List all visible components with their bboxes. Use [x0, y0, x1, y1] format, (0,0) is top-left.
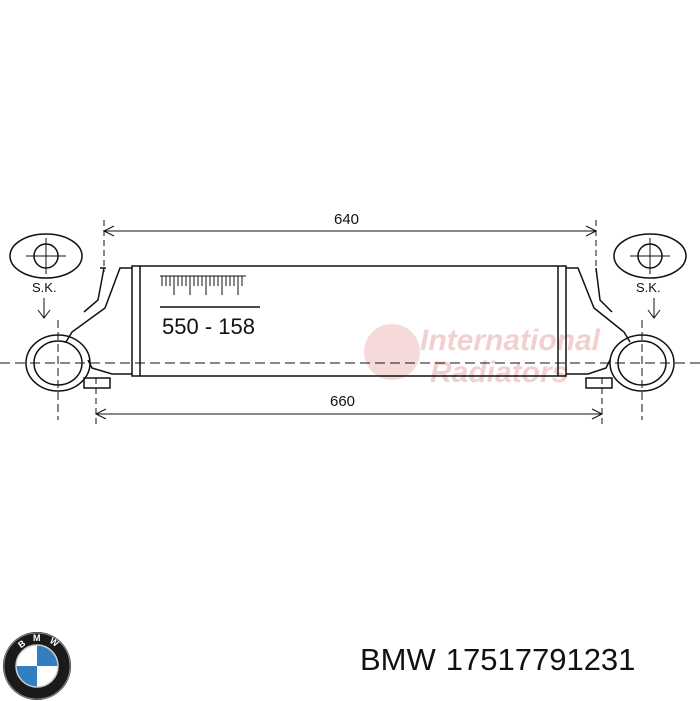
left-end-tank [25, 267, 132, 420]
right-end-tank [566, 267, 675, 420]
watermark-line2: Radiators [430, 356, 568, 389]
part-number-label: BMW 17517791231 [360, 642, 635, 678]
svg-text:B: B [16, 638, 27, 650]
watermark: International Radiators [364, 324, 601, 389]
part-code-label: 550 - 158 [162, 314, 255, 339]
bmw-logo: B M W [3, 632, 71, 700]
svg-text:M: M [33, 633, 41, 643]
left-connector-view [9, 233, 83, 319]
dim-bottom-label: 660 [330, 393, 355, 410]
dimension-660: 660 [94, 378, 604, 424]
part-number: 17517791231 [445, 642, 636, 677]
watermark-line1: International [420, 324, 601, 357]
dim-top-label: 640 [334, 211, 359, 228]
intercooler-core [131, 265, 567, 377]
right-connector-view [613, 233, 687, 319]
fin-pitch-symbol [160, 275, 260, 308]
sk-label-left: S.K. [32, 280, 57, 295]
brand-name: BMW [360, 642, 436, 677]
sk-label-right: S.K. [636, 280, 661, 295]
dimension-640: 640 [102, 211, 598, 272]
